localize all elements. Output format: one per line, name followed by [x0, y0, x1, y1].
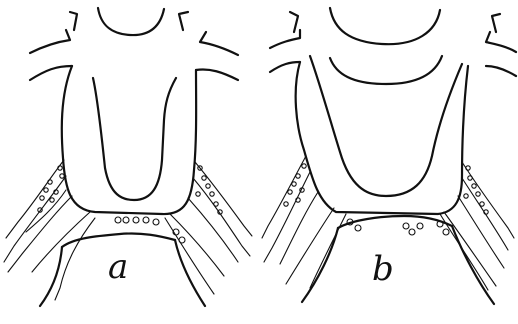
- panel-a-top-right-nub: [179, 12, 188, 30]
- panel-b-top-left-nub: [290, 12, 298, 32]
- panel-b-lower-left-arm: [270, 62, 300, 72]
- panel-b-bottom-beads: [347, 219, 449, 235]
- panel-a-left-fringe-4: [32, 212, 90, 272]
- panel-a-lower-left-arm: [30, 66, 72, 80]
- panel-a-right-fringe-4: [170, 214, 224, 276]
- panel-b-inner-channel: [310, 56, 462, 196]
- panel-a-left-fringe-1: [6, 160, 64, 238]
- panel-b-left-leg-outer: [302, 228, 338, 302]
- panel-b-top-right-nub: [492, 14, 500, 32]
- panel-b-label: b: [372, 249, 394, 289]
- panel-b-left-beads: [284, 164, 306, 206]
- panel-a-left-beads: [38, 166, 64, 212]
- panel-b-drawing: b: [262, 8, 516, 304]
- panel-a-left-fringe-2: [4, 176, 66, 262]
- panel-a-upper-right-arm: [200, 32, 238, 55]
- panel-b-right-beads: [464, 166, 488, 214]
- panel-b-upper-left-arm: [270, 30, 300, 48]
- panel-a-top-rim: [98, 8, 164, 35]
- panel-b-lower-right-arm: [486, 66, 516, 76]
- panel-a-label: a: [108, 247, 128, 287]
- panel-a-bottom-arch: [62, 233, 175, 247]
- panel-a-inner-channel: [93, 78, 176, 200]
- panel-b-second-rim: [330, 56, 442, 84]
- panel-b-left-leg-inner: [310, 214, 346, 288]
- panel-a-drawing: a: [4, 8, 252, 306]
- panel-b-right-leg-inner: [440, 214, 488, 290]
- panel-a-upper-left-arm: [30, 30, 70, 53]
- panel-a-right-fringe-1: [195, 162, 252, 236]
- panel-a-right-fringe-2: [193, 178, 250, 256]
- panel-a-top-left-nub: [70, 12, 77, 30]
- panel-b-left-fringe-4: [286, 208, 334, 284]
- panel-b-right-fringe-4: [444, 212, 496, 286]
- panel-a-right-leg-inner: [165, 218, 214, 294]
- panel-a-right-beads: [196, 166, 222, 214]
- panel-a-left-leg-outer: [40, 247, 62, 306]
- panel-a-outer-trunk: [62, 66, 196, 214]
- panel-b-upper-right-arm: [486, 32, 516, 52]
- panel-b-top-rim: [330, 8, 440, 44]
- panel-b-left-fringe-3: [280, 192, 318, 264]
- panel-a-lower-right-arm: [196, 69, 238, 80]
- panel-b-right-fringe-1: [462, 162, 514, 238]
